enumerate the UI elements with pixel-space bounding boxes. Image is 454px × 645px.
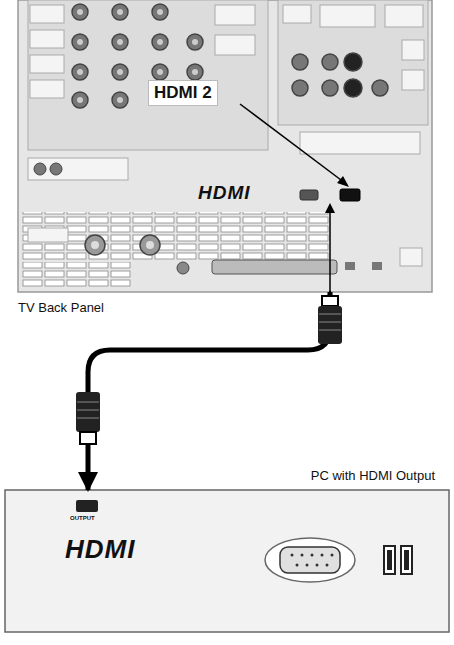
panel-caption: TV Back Panel xyxy=(18,300,104,315)
tv-back-panel: TV Back PanelHDMI xyxy=(18,0,432,292)
pc-box: PC with HDMI OutputHDMI xyxy=(5,490,449,632)
hdmi-logo: HDMI xyxy=(198,182,251,204)
hdmi-logo: HDMI xyxy=(65,534,135,565)
callout-label: HDMI 2 xyxy=(148,80,218,106)
port-label: OUTPUT xyxy=(70,515,95,521)
hdmi-cable xyxy=(88,292,330,490)
pc-caption: PC with HDMI Output xyxy=(311,468,435,483)
